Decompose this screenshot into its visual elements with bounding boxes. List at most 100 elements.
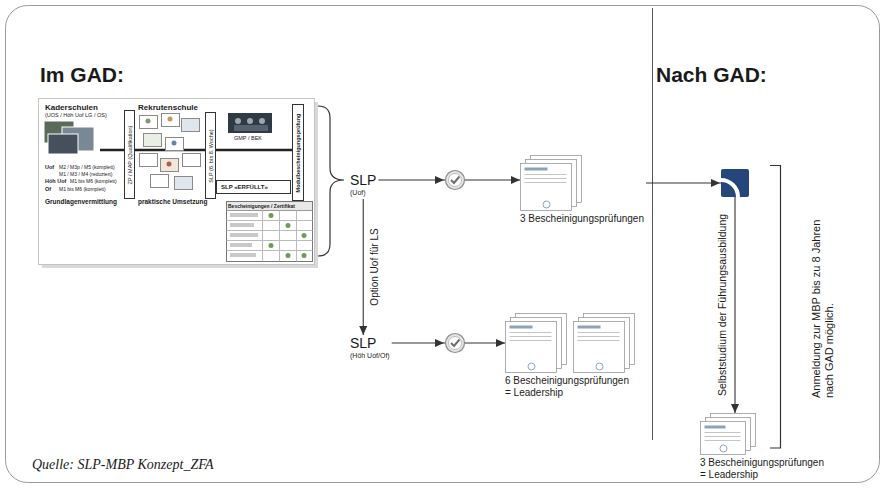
module-list: M2 / M3p / M5 (komplett) [59,164,115,170]
certificate-table [230,243,252,247]
check-symbol [449,174,462,187]
bar-label: SLP «ERFÜLLT» [221,183,268,191]
phase-bar [125,111,135,199]
flow-arrow [646,183,735,413]
certificate-icon [574,322,625,373]
slp-title: SLP [350,335,376,351]
certificate-caption: 6 Bescheinigungsprüfungen = Leadership [505,375,634,399]
recruit-school-cards [140,116,158,129]
rank-label: Of [45,186,51,193]
certificate-table [227,202,313,262]
certificate-table [230,233,258,237]
training-photos [48,134,78,154]
overview-illustration [39,99,319,269]
certificate-icon [705,426,726,429]
check-symbol [451,177,460,184]
slp-subtitle: (Höh Uof/Of) [350,351,390,360]
region-heading: Im GAD: [40,62,124,88]
certificate-table [302,253,307,258]
arrow-head [711,179,720,187]
certificate-icon [543,201,550,208]
certificate-icon [525,168,548,171]
certificate-icon [528,363,535,370]
certificate-table [227,220,313,221]
certificate-icon [578,332,620,333]
certificate-table [230,213,258,217]
curly-bracket [318,106,344,256]
certificate-icon [506,322,557,373]
recruit-school-cards [161,159,179,172]
certificate-icon [700,413,756,455]
certificate-icon [521,164,572,211]
certificate-icon [596,363,603,370]
phase-caption: Grundlagenvermittlung [45,198,117,206]
recruit-school-cards [175,177,193,190]
table-heading: Bescheinigungen / Zertifikat [228,203,295,209]
slp-step: SLP(Uof) [350,172,376,197]
certificate-icon [510,336,552,337]
recruit-school-cards [183,154,201,167]
certificate-table [269,243,274,248]
certificate-icon [705,440,741,441]
training-photos [44,121,94,154]
thumbnail-note: GMP / BEK [234,135,262,142]
certificate-icon [578,336,620,337]
certificate-icon [525,174,567,175]
certificate-icon [578,340,620,341]
certificate-icon [510,326,533,329]
thumbnail-note: (UOS / Höh Uof LG / OS) [45,112,107,119]
rank-label: Höh Uof [45,178,66,185]
module-list: M1 / M3 / M4 (reduziert) [59,171,112,177]
certificate-icon [510,332,552,333]
certificate-table [269,213,274,218]
certificate-group: 6 Bescheinigungsprüfungen = Leadership [505,313,634,399]
recruit-school-cards [146,119,151,124]
slp-step: SLP(Höh Uof/Of) [350,335,390,360]
result-bar [217,181,291,194]
edge-label: Selbststudium der Führungsausbildung [716,214,729,396]
recruit-school-cards [182,119,200,132]
bar-label: SLP (6. bis 8. Woche) [207,129,214,182]
bar-label: ZP / MAP (Qualifikation) [126,125,133,184]
check-symbol [446,334,465,353]
phase-bar [293,105,304,201]
rank-label: Uof [45,164,54,171]
certificate-table [230,223,254,227]
phase-divider [652,8,653,440]
page-frame [6,6,880,483]
recruit-school-cards [140,114,201,190]
certificate-table [227,202,312,210]
exam-photo [247,118,253,124]
certificate-icon [505,313,635,373]
certificate-icon [510,340,552,341]
recruit-school-cards [140,154,158,167]
edge-label: Option Uof für LS [369,228,381,305]
certificate-table [286,223,291,228]
certificate-icon [520,155,582,211]
recruit-school-cards [151,175,169,188]
certificate-icon [705,432,741,433]
recruit-school-cards [167,162,172,167]
exam-photo [259,118,265,124]
certificate-icon [720,445,727,452]
certificate-group: 3 Bescheinigungsprüfungen [520,155,644,225]
certificate-table [230,253,256,257]
period-note: Anmeldung zur MBP bis zu 8 Jahren nach G… [810,198,836,398]
module-list: M1 bis M6 (komplett) [70,178,117,184]
slp-subtitle: (Uof) [350,188,376,197]
certificate-icon [705,436,741,437]
exam-photo [228,113,272,133]
source-caption: Quelle: SLP-MBP Konzept_ZFA [32,456,213,473]
phase-bar [206,113,216,199]
thumbnail-heading: Rekrutenschule [138,103,198,113]
exam-photo [234,125,268,131]
certificate-icon [525,182,567,183]
check-symbol [451,340,460,347]
certificate-icon [525,178,567,179]
certificate-table [286,253,291,258]
illustration-panel [39,99,315,265]
arrow-head [435,176,444,184]
region-heading: Nach GAD: [656,62,767,88]
certificate-group: 3 Bescheinigungsprüfungen = Leadership [700,413,829,481]
